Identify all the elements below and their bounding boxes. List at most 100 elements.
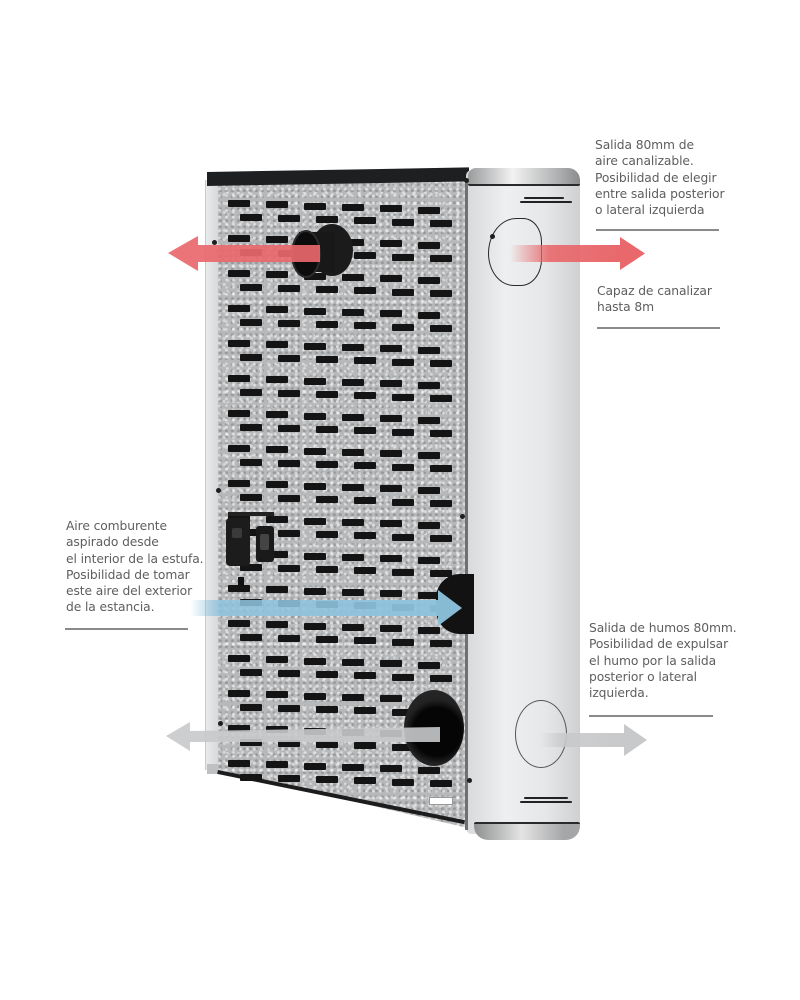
- screw: [212, 240, 217, 245]
- vent-slot: [418, 346, 440, 354]
- vent-slot: [266, 376, 288, 384]
- vent-slot: [266, 236, 288, 244]
- vent-slot: [316, 496, 338, 504]
- stove-left-edge: [205, 180, 220, 770]
- vent-slot: [354, 462, 376, 470]
- label-tab: [429, 797, 453, 805]
- vent-slot: [430, 360, 452, 367]
- annotation-line: este aire del exterior: [66, 584, 193, 599]
- vent-slot: [228, 200, 250, 207]
- vent-slot: [304, 447, 326, 455]
- vent-slot: [240, 668, 262, 676]
- vent-slot: [228, 375, 250, 382]
- vent-slot: [278, 529, 300, 537]
- vent-slot: [240, 388, 262, 396]
- vent-slot: [418, 661, 440, 669]
- vent-slot: [316, 531, 338, 539]
- vent-slot: [354, 427, 376, 435]
- vent-slot: [354, 322, 376, 330]
- top-chrome-cap: [468, 168, 580, 186]
- vent-slot: [228, 340, 250, 347]
- vent-slot: [316, 671, 338, 679]
- vent-slot: [316, 566, 338, 574]
- vent-slot: [430, 500, 452, 507]
- vent-slot: [392, 708, 414, 716]
- vent-slot: [240, 493, 262, 501]
- vent-slot: [392, 253, 414, 261]
- vent-slot: [304, 762, 326, 770]
- vent-slot: [240, 318, 262, 326]
- vent-slot: [304, 202, 326, 210]
- annotation-line: posterior o lateral: [589, 669, 697, 684]
- vent-slot: [304, 517, 326, 525]
- power-switch: [256, 526, 274, 562]
- vent-slot: [418, 276, 440, 284]
- power-socket: [226, 518, 250, 566]
- vent-slot: [380, 380, 402, 388]
- annotation-rule: [596, 229, 719, 231]
- annotation-line: Salida 80mm de: [595, 138, 694, 152]
- vent-slot: [240, 563, 262, 571]
- vent-slot: [228, 445, 250, 452]
- vent-slot: [278, 774, 300, 782]
- vent-slot: [316, 321, 338, 329]
- vent-slot: [240, 423, 262, 431]
- vent-slot: [418, 486, 440, 494]
- annotation-line: Posibilidad de expulsar: [589, 637, 729, 652]
- vent-slot: [304, 272, 326, 280]
- vent-slot: [266, 411, 288, 419]
- vent-slot: [316, 426, 338, 434]
- vent-slot: [418, 381, 440, 389]
- vent-slot: [380, 205, 402, 213]
- vent-slot: [430, 535, 452, 542]
- connector-bracket: [228, 512, 274, 516]
- vent-slot: [392, 673, 414, 681]
- annotation-line: izquierda.: [589, 686, 649, 701]
- vent-slot: [380, 275, 402, 283]
- vent-slot: [266, 341, 288, 349]
- annotation-line: de la estancia.: [66, 600, 155, 615]
- vent-slot: [316, 706, 338, 714]
- annotation-line: entre salida posterior: [595, 186, 725, 201]
- annotation-hot-air-outlet: Salida 80mm de aire canalizable. Posibil…: [595, 137, 725, 218]
- brand-logo-top: [520, 196, 572, 204]
- vent-slot: [430, 325, 452, 332]
- vent-slot: [380, 450, 402, 458]
- vent-slot: [392, 428, 414, 436]
- vent-slot: [228, 725, 250, 732]
- vent-slot: [278, 739, 300, 747]
- vent-slot: [304, 692, 326, 700]
- vent-slot: [380, 240, 402, 248]
- vent-slot: [278, 284, 300, 292]
- screw: [216, 488, 221, 493]
- annotation-line: hasta 8m: [597, 300, 655, 315]
- vent-slot: [392, 358, 414, 366]
- vent-slot: [342, 518, 364, 526]
- vent-slot: [342, 763, 364, 771]
- vent-slot: [354, 637, 376, 645]
- annotation-line: el humo por la salida: [589, 653, 717, 668]
- vent-slot: [342, 308, 364, 316]
- vent-slot: [278, 354, 300, 362]
- vent-slot: [418, 311, 440, 319]
- vent-slot: [342, 413, 364, 421]
- annotation-line: Posibilidad de elegir: [595, 170, 717, 185]
- fuse-holder: [238, 577, 244, 586]
- vent-slot: [342, 553, 364, 561]
- vent-slot: [228, 690, 250, 697]
- vent-slot: [304, 342, 326, 350]
- vent-slot: [228, 305, 250, 312]
- vent-slot: [430, 290, 452, 297]
- vent-slot: [380, 520, 402, 528]
- vent-slot: [278, 634, 300, 642]
- vent-slot: [430, 220, 452, 227]
- vent-slot: [266, 551, 288, 559]
- vent-slot: [316, 636, 338, 644]
- vent-slot: [316, 391, 338, 399]
- vent-slot: [342, 343, 364, 351]
- vent-slot: [228, 585, 250, 592]
- vent-slot: [392, 463, 414, 471]
- vent-slot: [342, 483, 364, 491]
- vent-slot: [354, 497, 376, 505]
